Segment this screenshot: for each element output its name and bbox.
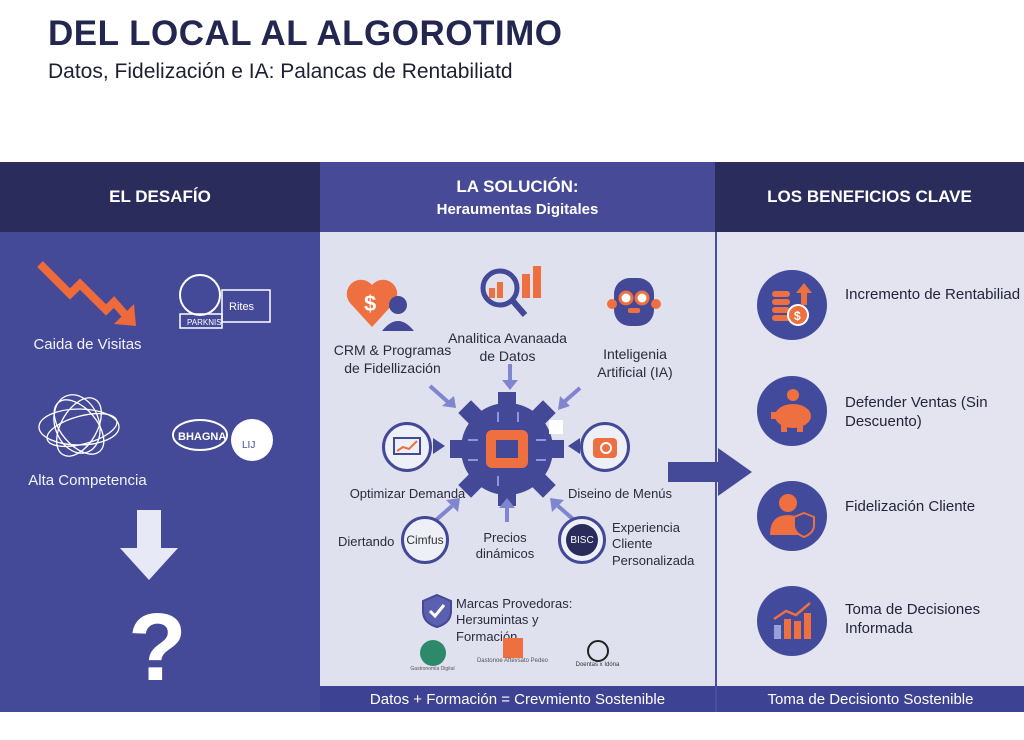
menu-dish-icon <box>593 438 617 458</box>
crm-heart-icon: $ <box>346 279 414 331</box>
benefit-loyalty-circle <box>757 481 827 551</box>
solution-subtitle: Heraumentas Digitales <box>436 200 599 218</box>
solution-item-demand: Optimizar Demanda <box>349 486 466 501</box>
coins-up-icon: $ <box>772 283 812 326</box>
arrow-down-icon <box>120 510 178 580</box>
solution-item-ai: Inteligenia Artificial (IA) <box>597 346 673 380</box>
solution-title: LA SOLUCIÓN: <box>456 176 579 196</box>
benefit-loyalty: Fidelización Cliente <box>845 498 976 515</box>
laptop-chart-icon <box>393 437 421 455</box>
challenge-item-visits: Caida de Visitas <box>33 336 142 353</box>
solution-header: LA SOLUCIÓN: Heraumentas Digitales <box>320 162 715 232</box>
partner-logo-1: Gastronomía Digital <box>405 640 460 672</box>
analytics-magnifier-icon <box>480 266 541 317</box>
benefit-decisions-circle <box>757 586 827 656</box>
bottom-arrows <box>434 498 576 522</box>
benefit-decisions: Toma de Decisiones Informada <box>845 601 981 637</box>
solution-item-pricing: Precios dinámicos <box>475 530 535 562</box>
svg-text:$: $ <box>364 291 376 316</box>
challenge-panel <box>0 232 320 712</box>
tangled-competition-icon <box>38 394 120 457</box>
partner-logo-3: Doentas x Idóna <box>565 640 630 668</box>
svg-text:Rites: Rites <box>229 301 255 313</box>
partner-logo-3-label: Doentas x Idóna <box>575 662 620 668</box>
benefit-profitability: Incremento de Rentabiliad <box>845 286 1021 303</box>
benefits-footer: Toma de Decisionto Sostenible <box>717 686 1024 712</box>
partner-logo-3-mark <box>586 640 609 662</box>
customer-shield-icon <box>770 494 815 539</box>
pointer-left <box>568 438 580 454</box>
svg-text:PARKNIS: PARKNIS <box>187 318 222 327</box>
solution-footer: Datos + Formación = Crevmiento Sostenibl… <box>320 686 715 712</box>
benefit-piggy-circle <box>757 376 827 446</box>
solution-item-menus: Diseino de Menús <box>567 486 673 501</box>
question-mark: ? <box>128 594 187 701</box>
challenge-header: EL DESAFÍO <box>0 162 320 232</box>
solution-arrows <box>428 364 582 410</box>
challenge-item-competition: Alta Competencia <box>28 472 147 489</box>
partner-logo-2-label: Dastonoe Aftevsato Pedeo <box>476 658 549 664</box>
demand-chart-ring <box>382 422 432 472</box>
partners-title: Marcas Provedoras: Herзumintas y Formaci… <box>456 596 573 644</box>
challenge-title: EL DESAFÍO <box>109 187 211 206</box>
arrow-right-icon <box>668 448 752 496</box>
benefits-header: LOS BENEFICIOS CLAVE <box>715 162 1024 232</box>
shield-check-icon <box>422 593 452 629</box>
pointer-right <box>433 438 445 454</box>
partner-logo-1-label: Gastronomía Digital <box>410 666 455 672</box>
brand-logo-oval: BHAGNA LIJ <box>172 419 273 461</box>
bisc-label: BISC <box>566 524 598 556</box>
ai-robot-icon <box>607 278 661 326</box>
cimfus-label: Cimfus <box>406 533 444 547</box>
growth-chart-icon <box>773 602 811 639</box>
partner-logo-2: Dastonoe Aftevsato Pedeo <box>475 638 550 665</box>
trend-down-icon <box>37 261 136 326</box>
svg-text:BHAGNA: BHAGNA <box>178 431 226 443</box>
central-gear-chip-icon <box>450 392 564 506</box>
solution-item-diertando: Diertando <box>338 534 395 549</box>
benefit-coins-circle: $ <box>757 270 827 340</box>
cimfus-ring: Cimfus <box>401 516 449 564</box>
bisc-ring: BISC <box>558 516 606 564</box>
svg-text:$: $ <box>794 309 801 323</box>
benefit-sales: Defender Ventas (Sin Descuento) <box>845 394 988 430</box>
partner-logo-1-mark <box>419 640 446 666</box>
brand-logo-badge: PARKNIS Rites <box>179 274 271 329</box>
partner-logo-2-mark <box>502 638 523 658</box>
page-subtitle: Datos, Fidelización e IA: Palancas de Re… <box>48 60 513 83</box>
piggy-bank-icon <box>771 389 811 432</box>
svg-text:LIJ: LIJ <box>242 440 255 451</box>
menu-design-ring <box>580 422 630 472</box>
solution-item-experience: Experiencia Cliente Personalizada <box>612 520 695 568</box>
benefits-title: LOS BENEFICIOS CLAVE <box>767 187 972 206</box>
solution-item-crm: CRM & Programas de Fidellización <box>333 342 452 376</box>
page-title: DEL LOCAL AL ALGOROTIMO <box>48 14 563 53</box>
solution-item-analytics: Analitica Avanaada de Datos <box>448 330 567 364</box>
